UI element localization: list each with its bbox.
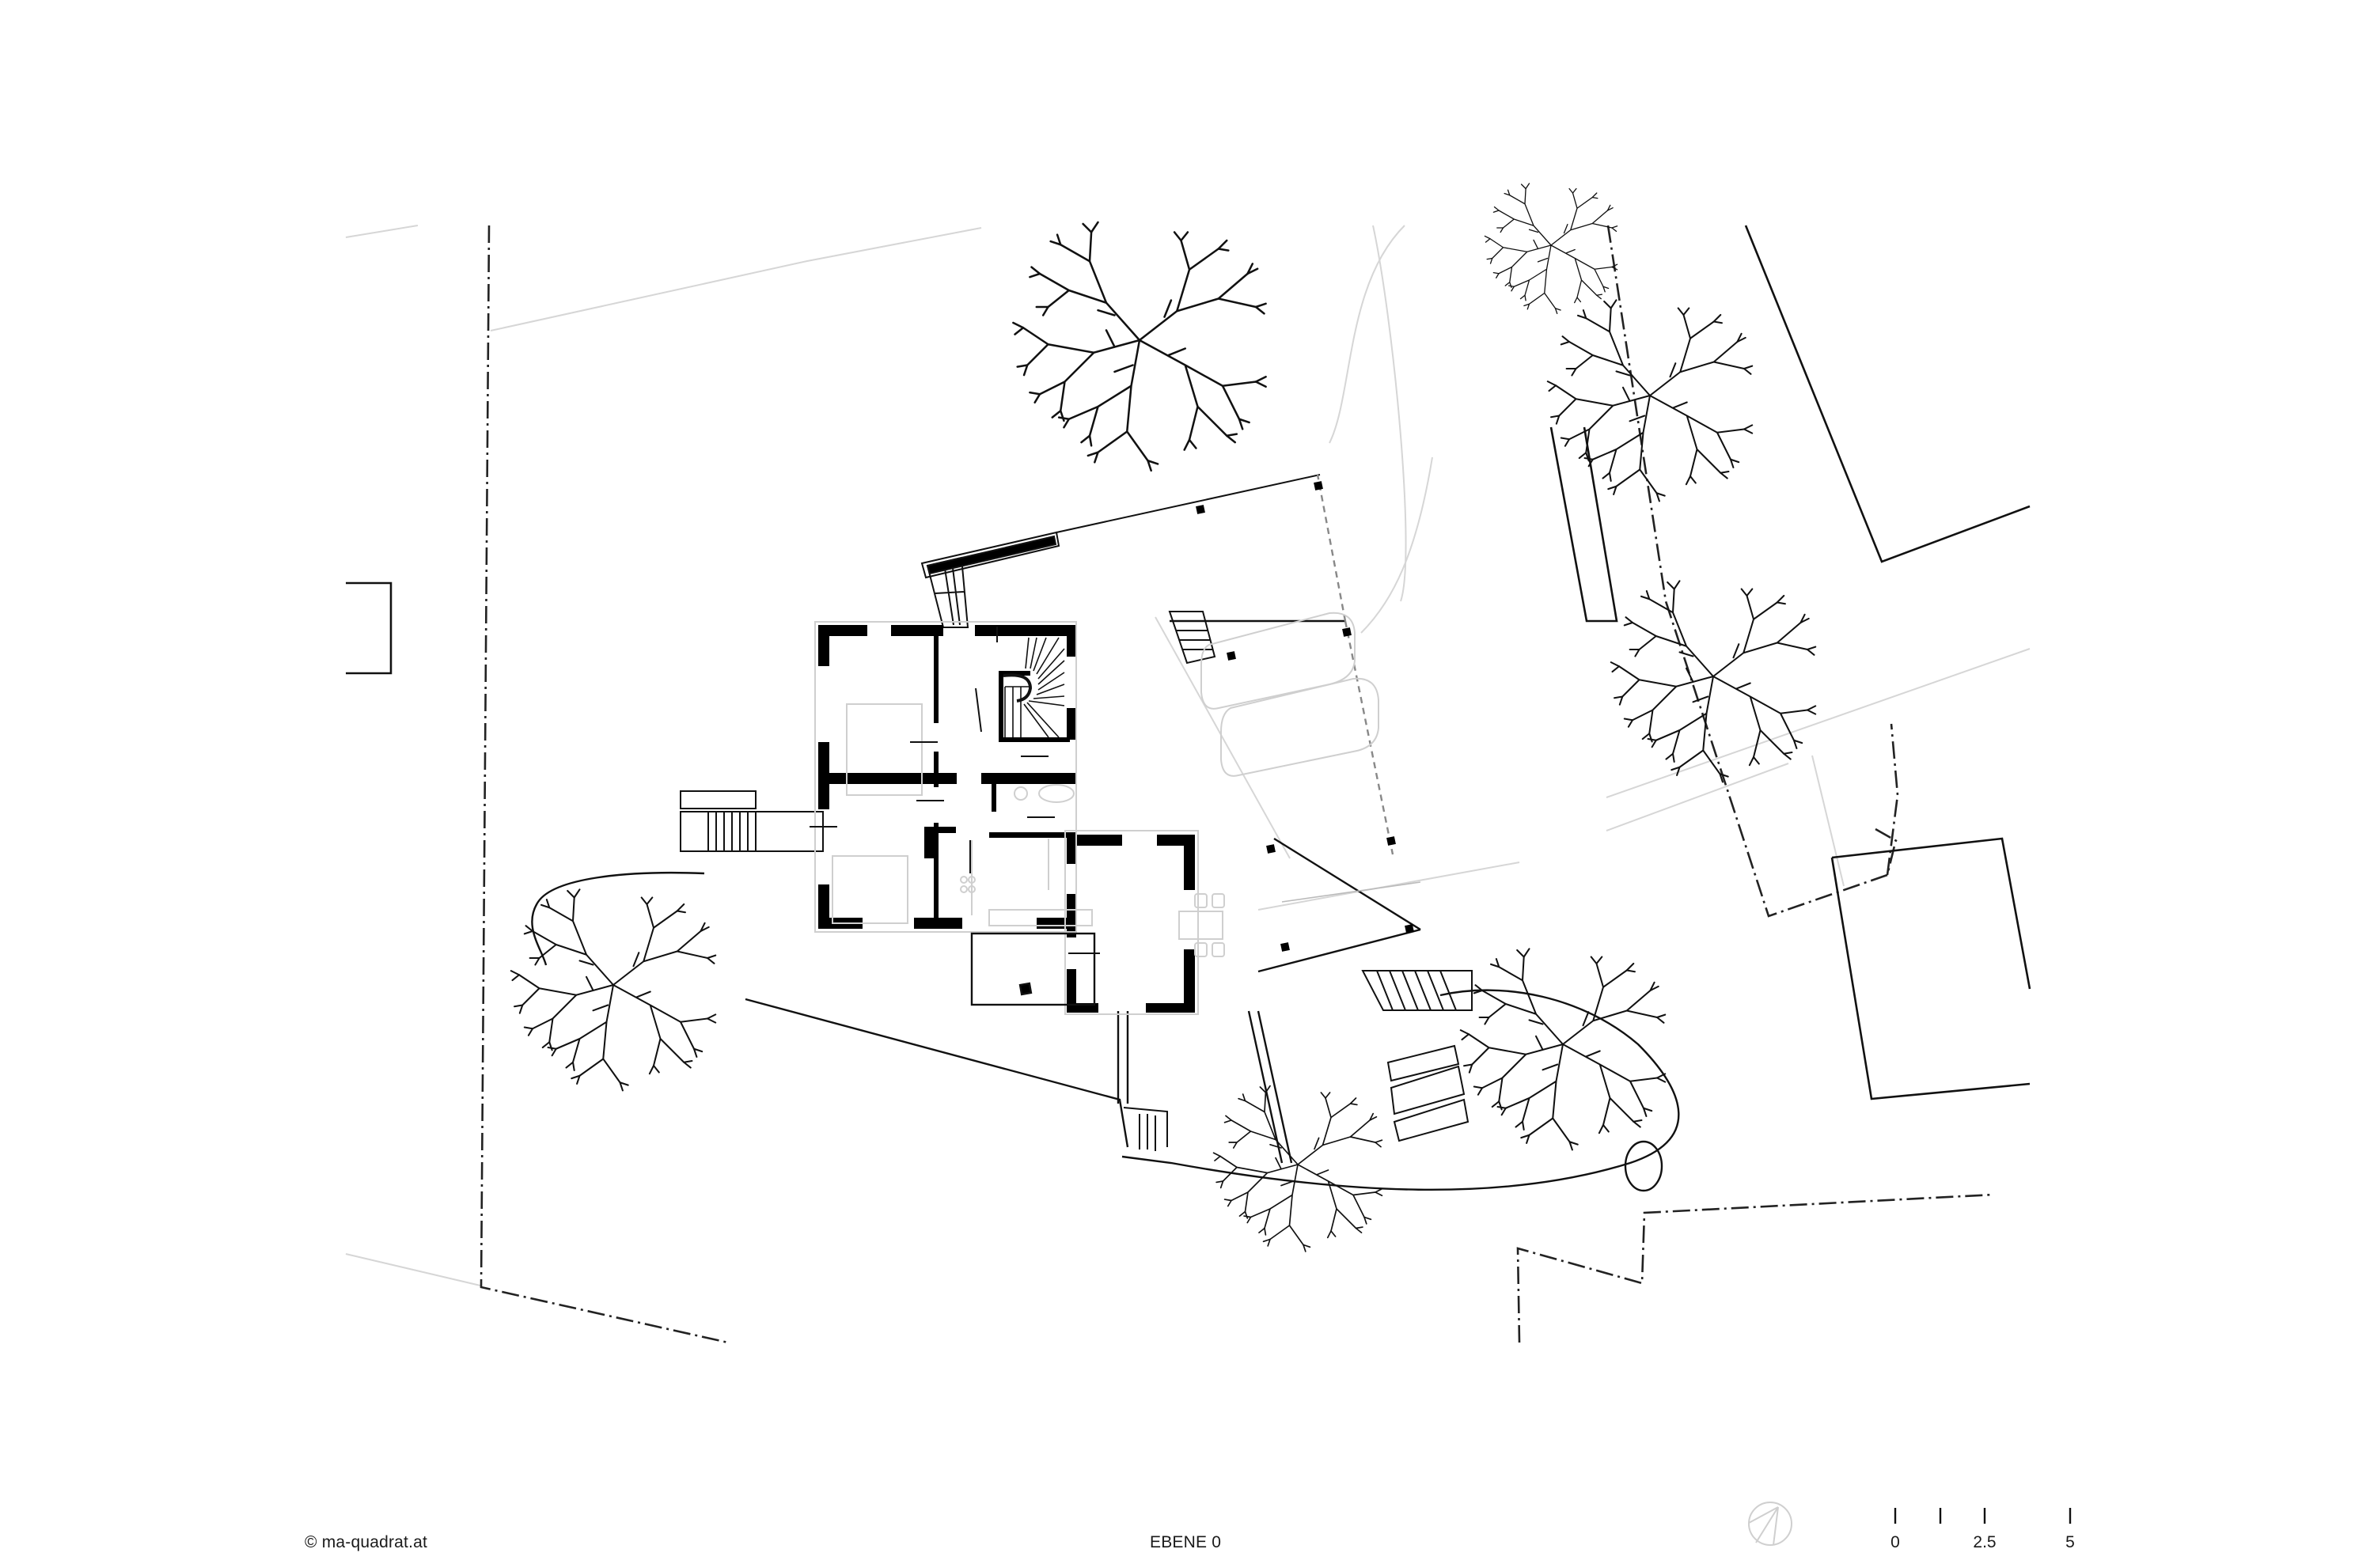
tree-west [510, 888, 717, 1092]
tree-north [1012, 221, 1267, 472]
tree-northeast-2 [1610, 580, 1817, 783]
north-retaining-wall [920, 474, 1321, 579]
car-1 [1200, 612, 1356, 710]
door-lines [810, 627, 1100, 954]
neighbor-building-northeast [1744, 225, 2031, 563]
sheet-title: EBENE 0 [1150, 1533, 1222, 1551]
scale-label-0: 0 [1890, 1533, 1900, 1551]
house-outline-light [814, 621, 1225, 1015]
columns [1196, 481, 1414, 952]
terrain-lines [531, 871, 1680, 1192]
main-house [818, 625, 1195, 1013]
scale-bar [1894, 1508, 2072, 1524]
scale-label-2-5: 2.5 [1973, 1533, 1997, 1551]
neighbor-building-east [1830, 837, 2031, 1100]
property-boundary [480, 225, 1995, 1344]
neighbor-wall-strip [1549, 426, 1618, 623]
north-arrow-icon [1748, 1502, 1792, 1546]
interior-stair [1003, 637, 1065, 738]
tree-south [1212, 1085, 1383, 1252]
trees [510, 183, 1817, 1252]
carport [1170, 474, 1421, 973]
tree-southeast [1459, 948, 1667, 1151]
tree-northeast-1 [1546, 299, 1754, 502]
tree-north-small [1484, 183, 1618, 315]
scale-label-5: 5 [2065, 1533, 2075, 1551]
copyright-text: © ma-quadrat.at [305, 1533, 428, 1551]
neighbor-building-west [346, 581, 393, 675]
car-outlines [1200, 612, 1379, 777]
context-lines [345, 225, 2031, 1286]
neighbor-buildings [346, 225, 2031, 1100]
car-2 [1220, 677, 1379, 777]
utility-room [970, 932, 1096, 1006]
